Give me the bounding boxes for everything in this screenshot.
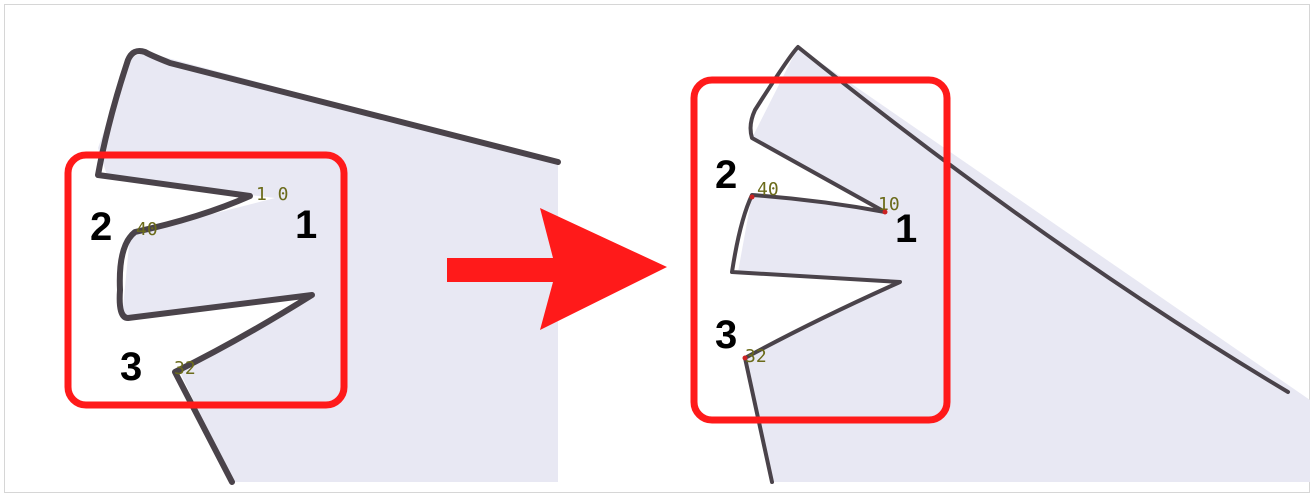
left-drawing-outline (95, 48, 561, 485)
right-drawing-outline (730, 45, 1290, 484)
right-highlight-box (690, 76, 951, 424)
left-tag-3: 32 (174, 358, 196, 379)
transition-arrow (447, 208, 667, 330)
right-point-2-marker (749, 194, 755, 200)
left-label-2: 2 (90, 205, 112, 249)
left-highlight-box (64, 151, 348, 409)
left-tag-2: 40 (136, 219, 158, 240)
right-label-3: 3 (715, 313, 737, 357)
right-tag-3: 32 (745, 346, 767, 367)
right-label-2: 2 (715, 153, 737, 197)
right-label-1: 1 (895, 207, 917, 251)
right-panel: 1 2 3 10 40 32 (690, 45, 1310, 484)
right-tag-1: 10 (878, 194, 900, 215)
left-panel: 1 2 3 1 0 40 32 (64, 48, 561, 485)
right-drawing-fill (738, 47, 1310, 482)
left-label-1: 1 (295, 203, 317, 247)
right-tag-2: 40 (757, 179, 779, 200)
left-label-3: 3 (120, 345, 142, 389)
left-tag-1: 1 0 (256, 184, 289, 205)
right-point-3-marker (742, 355, 748, 361)
left-drawing-fill (98, 52, 558, 482)
right-point-1-marker (882, 209, 888, 215)
